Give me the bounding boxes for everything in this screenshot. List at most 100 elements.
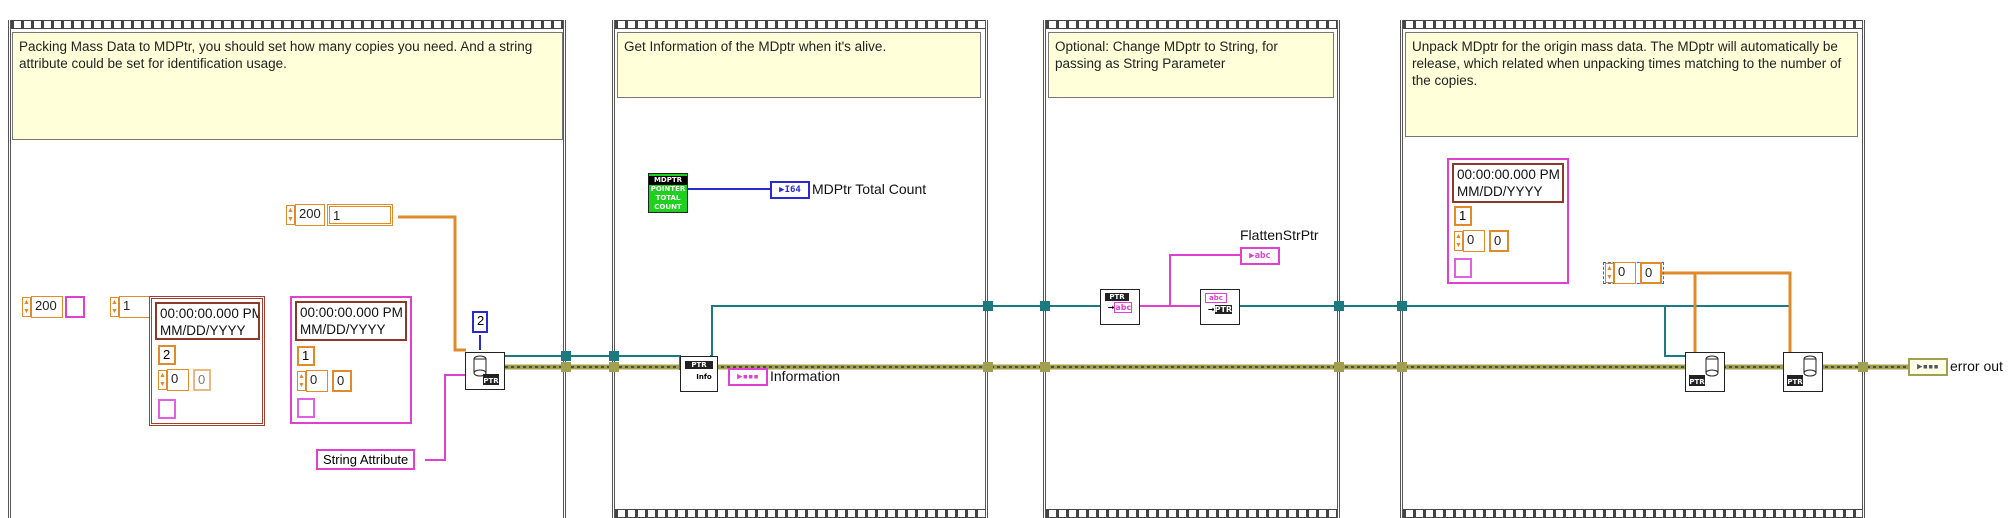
svg-text:PTR: PTR: [1689, 378, 1705, 386]
index-spinner[interactable]: ▲▼: [1605, 263, 1614, 283]
ptr-badge: PTR: [1214, 305, 1233, 314]
svg-text:PTR: PTR: [1787, 378, 1803, 386]
constant-2[interactable]: 2: [472, 311, 488, 333]
error-out-label: error out: [1950, 358, 2003, 374]
frame-filmstrip: [11, 20, 563, 29]
ptr-to-string-vi[interactable]: PTR →abc: [1100, 289, 1140, 325]
array-index[interactable]: 0: [1614, 262, 1636, 284]
index-spinner[interactable]: ▲▼: [297, 371, 306, 391]
i64-indicator[interactable]: ▶I64: [770, 181, 810, 199]
tunnel: [1334, 362, 1344, 372]
copies-value[interactable]: 1: [327, 204, 393, 226]
information-label: Information: [770, 368, 841, 384]
array-element[interactable]: 0: [1640, 262, 1662, 284]
icon-line: POINTER: [650, 185, 686, 193]
index-spinner[interactable]: ▲▼: [158, 370, 167, 390]
numeric-array[interactable]: ▲▼ 0 0: [158, 369, 211, 391]
array-constant-1[interactable]: ▲▼ 200: [22, 296, 85, 318]
frame-filmstrip: [1403, 20, 1862, 29]
index-spinner[interactable]: ▲▼: [286, 205, 295, 225]
ptr-badge: PTR: [685, 361, 713, 369]
abc-badge: abc: [1205, 293, 1227, 303]
index-spinner[interactable]: ▲▼: [110, 297, 119, 317]
array-index[interactable]: 200: [31, 296, 63, 318]
ptr-badge: PTR: [1105, 293, 1129, 301]
array-index[interactable]: 0: [1463, 230, 1485, 252]
note-unpack: Unpack MDptr for the origin mass data. T…: [1405, 32, 1858, 137]
numeric-field[interactable]: 1: [1454, 206, 1472, 226]
information-indicator[interactable]: ▶▪▪▪: [728, 368, 768, 386]
icon-line: TOTAL: [655, 194, 681, 202]
numeric-array[interactable]: ▲▼ 0 0: [297, 370, 352, 392]
database-icon: PTR: [473, 355, 499, 385]
tunnel: [1334, 301, 1344, 311]
icon-line: MDPTR: [649, 176, 687, 185]
index-spinner[interactable]: ▲▼: [1454, 231, 1463, 251]
tunnel: [1040, 301, 1050, 311]
pack-mdptr-vi[interactable]: PTR: [465, 352, 505, 390]
tunnel: [983, 362, 993, 372]
frame-filmstrip: [1403, 509, 1862, 518]
note-pack: Packing Mass Data to MDPtr, you should s…: [12, 32, 563, 140]
int-wire: [479, 188, 770, 350]
string-to-ptr-vi[interactable]: abc →PTR: [1200, 289, 1240, 325]
boolean-field[interactable]: [158, 399, 176, 419]
info-text: Info: [696, 373, 712, 381]
numeric-field[interactable]: 1: [297, 346, 315, 366]
frame-filmstrip: [1046, 20, 1337, 29]
flattenstrptr-label: FlattenStrPtr: [1240, 227, 1319, 243]
boolean-field[interactable]: [297, 398, 315, 418]
database-icon: PTR: [1787, 355, 1817, 386]
array-element[interactable]: 0: [193, 369, 211, 391]
array-element[interactable]: 0: [1489, 230, 1509, 252]
array-index[interactable]: 1: [119, 296, 151, 318]
string-attribute-constant[interactable]: String Attribute: [316, 449, 416, 470]
mdptr-total-count-label: MDPtr Total Count: [812, 181, 927, 197]
arrow-string: →abc: [1107, 302, 1133, 313]
frame-filmstrip: [615, 509, 985, 518]
tunnel: [1040, 362, 1050, 372]
tunnel: [1858, 362, 1868, 372]
frame-filmstrip: [1046, 509, 1337, 518]
ptr-info-vi[interactable]: PTR Info: [680, 356, 718, 392]
error-out-indicator[interactable]: ▶▪▪▪: [1908, 358, 1948, 376]
array-index[interactable]: 200: [295, 204, 325, 226]
string-wire: [425, 254, 1240, 461]
copies-constant[interactable]: ▲▼ 200 1: [286, 204, 393, 226]
unpack-mdptr-vi-2[interactable]: PTR: [1783, 352, 1823, 392]
database-icon: PTR: [1689, 355, 1719, 386]
flattenstrptr-indicator[interactable]: ▶abc: [1240, 247, 1280, 265]
abc-badge: abc: [1114, 302, 1133, 313]
note-flatten: Optional: Change MDptr to String, for pa…: [1048, 32, 1334, 98]
array-element[interactable]: [65, 296, 85, 318]
arrow-ptr: →PTR: [1207, 305, 1233, 314]
boolean-field[interactable]: [1454, 258, 1472, 278]
tunnel: [983, 301, 993, 311]
note-info: Get Information of the MDptr when it's a…: [617, 32, 981, 98]
tunnel: [1397, 362, 1407, 372]
tunnel: [561, 362, 571, 372]
frame-pack: [8, 20, 566, 518]
numeric-field[interactable]: 2: [158, 345, 176, 365]
numeric-array[interactable]: ▲▼ 0 0: [1454, 230, 1509, 252]
array-element[interactable]: 0: [332, 370, 352, 392]
cluster-array-constant[interactable]: ▲▼ 1: [110, 296, 151, 318]
array-index[interactable]: 0: [306, 370, 328, 392]
tunnel: [1397, 301, 1407, 311]
numeric-array-constant[interactable]: ▲▼ 0 0: [1603, 262, 1664, 284]
index-spinner[interactable]: ▲▼: [22, 297, 31, 317]
mdptr-total-count-vi[interactable]: MDPTR POINTER TOTAL COUNT: [648, 173, 688, 213]
numeric-wire: [398, 215, 1792, 360]
unpack-mdptr-vi-1[interactable]: PTR: [1685, 352, 1725, 392]
array-index[interactable]: 0: [167, 369, 189, 391]
tunnel: [609, 351, 619, 361]
icon-line: COUNT: [654, 203, 682, 211]
svg-text:PTR: PTR: [483, 377, 499, 385]
